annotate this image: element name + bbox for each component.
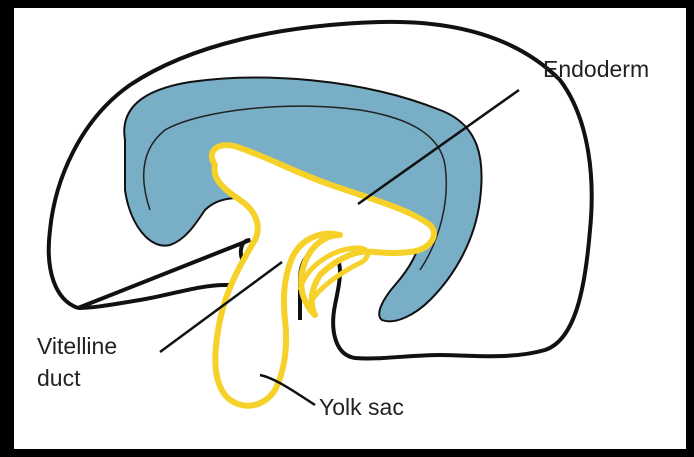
- vitelline-label-line2: duct: [37, 365, 81, 391]
- yolk-sac-label: Yolk sac: [319, 394, 404, 420]
- vitelline-label-line1: Vitelline: [37, 333, 117, 359]
- endoderm-label: Endoderm: [543, 56, 649, 82]
